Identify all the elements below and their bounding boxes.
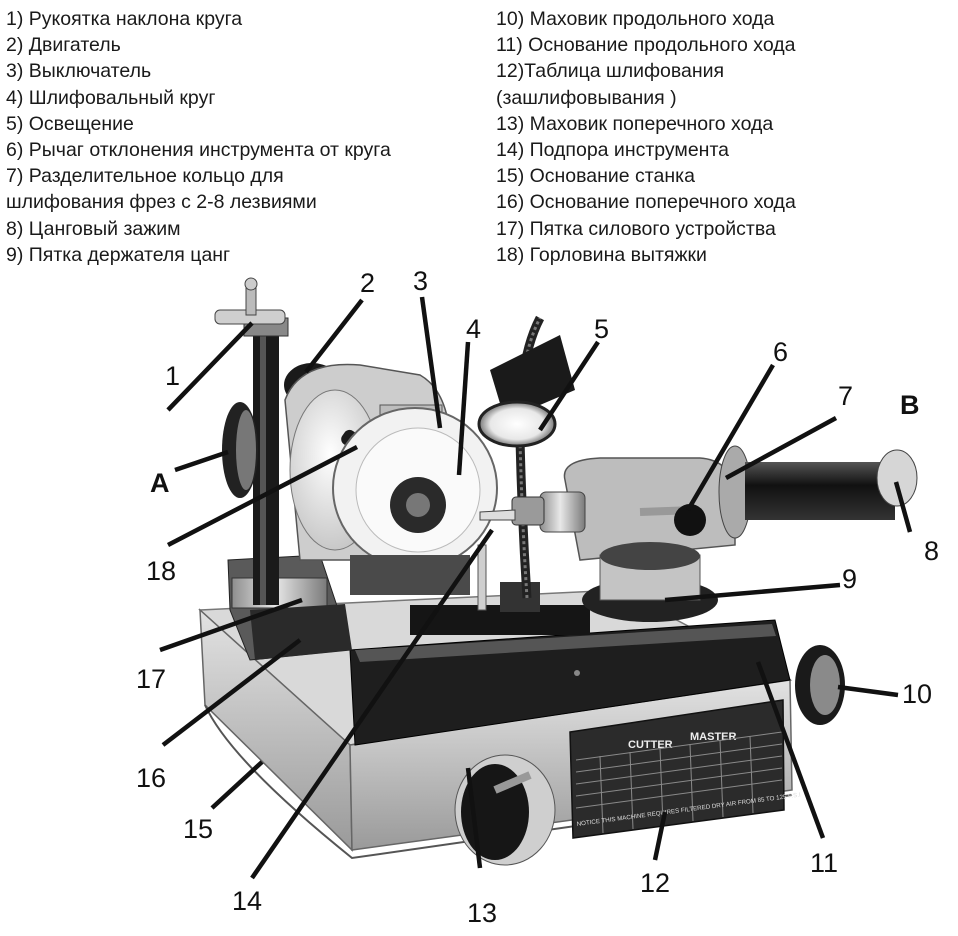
callout-10: 10 bbox=[902, 679, 932, 709]
callout-17: 17 bbox=[136, 664, 166, 694]
legend-item: 18) Горловина вытяжки bbox=[496, 243, 707, 266]
callout-3: 3 bbox=[413, 266, 428, 296]
legend-item: 5) Освещение bbox=[6, 112, 134, 135]
legend-item: 9) Пятка держателя цанг bbox=[6, 243, 231, 266]
legend-item: 13) Маховик поперечного хода bbox=[496, 112, 774, 135]
legend-item: 6) Рычаг отклонения инструмента от круга bbox=[6, 139, 391, 162]
plate-brand-left: CUTTER bbox=[628, 739, 673, 751]
legend-item: 15) Основание станка bbox=[496, 165, 695, 188]
callout-12: 12 bbox=[640, 868, 670, 898]
longitudinal-slide bbox=[349, 619, 791, 746]
callout-2: 2 bbox=[360, 268, 375, 298]
legend-item: 10) Маховик продольного хода bbox=[496, 8, 775, 30]
lamp bbox=[477, 315, 575, 599]
callout-A: A bbox=[150, 468, 170, 498]
callout-16: 16 bbox=[136, 763, 166, 793]
callout-7: 7 bbox=[838, 381, 853, 411]
callout-15: 15 bbox=[183, 814, 213, 844]
callout-8: 8 bbox=[924, 536, 939, 566]
tilt-column bbox=[214, 277, 289, 605]
callout-14: 14 bbox=[232, 886, 262, 916]
legend-item: 2) Двигатель bbox=[6, 34, 121, 57]
legend-item: 1) Рукоятка наклона круга bbox=[6, 8, 243, 30]
callout-13: 13 bbox=[467, 898, 497, 928]
callout-11: 11 bbox=[810, 848, 838, 878]
legend-item: 7) Разделительное кольцо для bbox=[6, 165, 284, 188]
collet-head bbox=[479, 445, 918, 622]
callout-4: 4 bbox=[466, 314, 481, 344]
callout-B: B bbox=[900, 390, 920, 420]
callout-9: 9 bbox=[842, 564, 857, 594]
legend-item: 17) Пятка силового устройства bbox=[496, 217, 776, 240]
legend-item: 8) Цанговый зажим bbox=[6, 217, 181, 240]
cross-slide bbox=[227, 554, 352, 661]
legend-item: 12)Таблица шлифования bbox=[496, 60, 725, 83]
callout-6: 6 bbox=[773, 337, 788, 367]
handwheel-longitudinal bbox=[795, 645, 845, 725]
callout-5: 5 bbox=[594, 314, 609, 344]
callout-18: 18 bbox=[146, 556, 176, 586]
legend-item: (зашлифовывания ) bbox=[496, 86, 677, 109]
callout-1: 1 bbox=[165, 361, 180, 391]
legend-right: 10) Маховик продольного хода 11) Основан… bbox=[496, 6, 796, 268]
legend-item: шлифования фрез с 2-8 лезвиями bbox=[6, 191, 317, 214]
leader-lines bbox=[159, 296, 913, 880]
legend-item: 11) Основание продольного хода bbox=[496, 34, 796, 57]
handwheel-cross bbox=[454, 754, 556, 866]
legend-item: 4) Шлифовальный круг bbox=[6, 86, 216, 109]
legend-left: 1) Рукоятка наклона круга 2) Двигатель 3… bbox=[6, 6, 391, 268]
callouts: 1 2 3 4 5 6 7 8 9 10 11 12 13 14 15 16 1… bbox=[136, 266, 939, 928]
legend-item: 14) Подпора инструмента bbox=[496, 139, 730, 162]
grinding-wheel bbox=[332, 407, 498, 595]
legend-item: 3) Выключатель bbox=[6, 60, 152, 83]
legend-item: 16) Основание поперечного хода bbox=[496, 191, 796, 214]
tool-support bbox=[410, 544, 590, 635]
